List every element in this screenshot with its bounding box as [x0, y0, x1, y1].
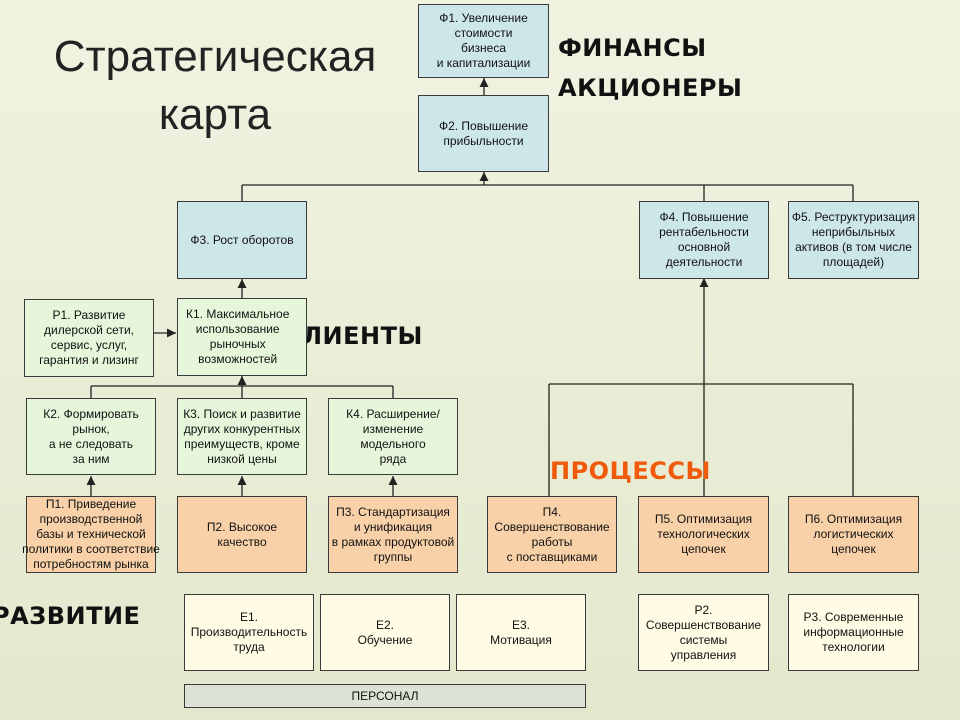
- box-p5-technological-chains: П5. Оптимизация технологических цепочек: [638, 496, 769, 573]
- box-p4-suppliers: П4. Совершенствование работы с поставщик…: [487, 496, 617, 573]
- page-title: Стратегическая карта: [53, 32, 377, 139]
- box-f5-restructuring: Ф5. Реструктуризация неприбыльных активо…: [788, 201, 919, 279]
- box-p2-high-quality: П2. Высокое качество: [177, 496, 307, 573]
- box-k1-market-opportunities: К1. Максимальное использование рыночных …: [177, 298, 307, 376]
- box-k4-model-range: К4. Расширение/ изменение модельного ряд…: [328, 398, 458, 475]
- box-k3-competitive-advantages: К3. Поиск и развитие других конкурентных…: [177, 398, 307, 475]
- box-r1-dealer-network: Р1. Развитие дилерской сети, сервис, усл…: [24, 299, 154, 377]
- box-f4-core-profitability: Ф4. Повышение рентабельности основной де…: [639, 201, 769, 279]
- personnel-bar: ПЕРСОНАЛ: [184, 684, 586, 708]
- box-k2-shape-market: К2. Формировать рынок, а не следовать за…: [26, 398, 156, 475]
- box-r3-information-technologies: Р3. Современные информационные технологи…: [788, 594, 919, 671]
- box-e2-training: Е2. Обучение: [320, 594, 450, 671]
- box-r2-management-system: Р2. Совершенствование системы управления: [638, 594, 769, 671]
- box-p6-logistics-chains: П6. Оптимизация логистических цепочек: [788, 496, 919, 573]
- section-finance-label: ФИНАНСЫ: [558, 34, 707, 62]
- box-f3-turnover-growth: Ф3. Рост оборотов: [177, 201, 307, 279]
- box-f1-business-value: Ф1. Увеличение стоимости бизнеса и капит…: [418, 4, 549, 78]
- section-development-label: РАЗВИТИЕ: [0, 602, 141, 630]
- section-shareholders-label: АКЦИОНЕРЫ: [558, 74, 743, 102]
- box-p3-standardization: П3. Стандартизация и унификация в рамках…: [328, 496, 458, 573]
- box-f2-profitability: Ф2. Повышение прибыльности: [418, 95, 549, 172]
- section-processes-label: ПРОЦЕССЫ: [550, 457, 711, 485]
- box-p1-production-base: П1. Приведение производственной базы и т…: [22, 496, 160, 573]
- box-e1-productivity: Е1. Производительность труда: [184, 594, 314, 671]
- box-e3-motivation: Е3. Мотивация: [456, 594, 586, 671]
